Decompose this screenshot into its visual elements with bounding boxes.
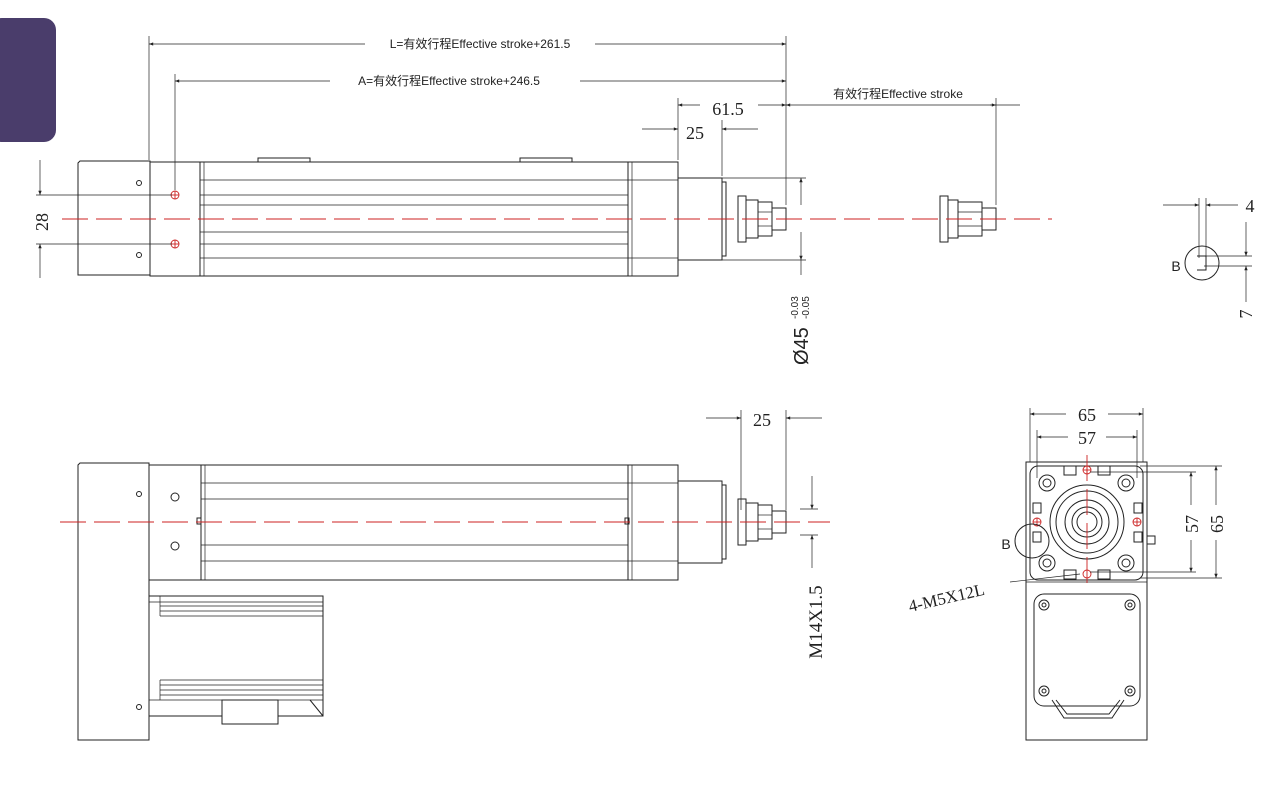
dim-28-label: 28 bbox=[32, 213, 52, 231]
thread-label: M14X1.5 bbox=[806, 585, 827, 658]
dim-diameter-label: Ø45 bbox=[791, 327, 813, 365]
dim-L-label: L=有效行程Effective stroke+261.5 bbox=[390, 36, 571, 51]
corner-tab bbox=[0, 18, 56, 142]
bottom-side-view: 25 M14X1.5 bbox=[60, 410, 830, 741]
dim-57-right-label: 57 bbox=[1182, 515, 1202, 533]
dim-tol-lower: -0.05 bbox=[801, 296, 812, 319]
holes-label: 4-M5X12L bbox=[907, 580, 987, 616]
dim-65-right-label: 65 bbox=[1207, 515, 1227, 533]
dim-25-top-label: 25 bbox=[686, 123, 704, 143]
end-b-label: B bbox=[1001, 536, 1010, 552]
dim-tol-upper: -0.03 bbox=[790, 296, 801, 319]
top-side-view: L=有效行程Effective stroke+261.5 A=有效行程Effec… bbox=[32, 36, 1052, 365]
dim-61-5-label: 61.5 bbox=[712, 99, 744, 119]
dim-stroke-label: 有效行程Effective stroke bbox=[833, 86, 963, 101]
detail-b: 4 7 B bbox=[1163, 196, 1256, 319]
dim-7-label: 7 bbox=[1236, 310, 1256, 319]
dim-57-top-label: 57 bbox=[1078, 428, 1096, 448]
dim-65-top-label: 65 bbox=[1078, 405, 1096, 425]
dim-A-label: A=有效行程Effective stroke+246.5 bbox=[358, 73, 540, 88]
detail-b-label: B bbox=[1171, 258, 1180, 274]
end-view: B 65 57 57 65 4-M5X12L bbox=[907, 405, 1227, 741]
dim-4-label: 4 bbox=[1246, 196, 1255, 216]
dim-25-bottom-label: 25 bbox=[753, 410, 771, 430]
